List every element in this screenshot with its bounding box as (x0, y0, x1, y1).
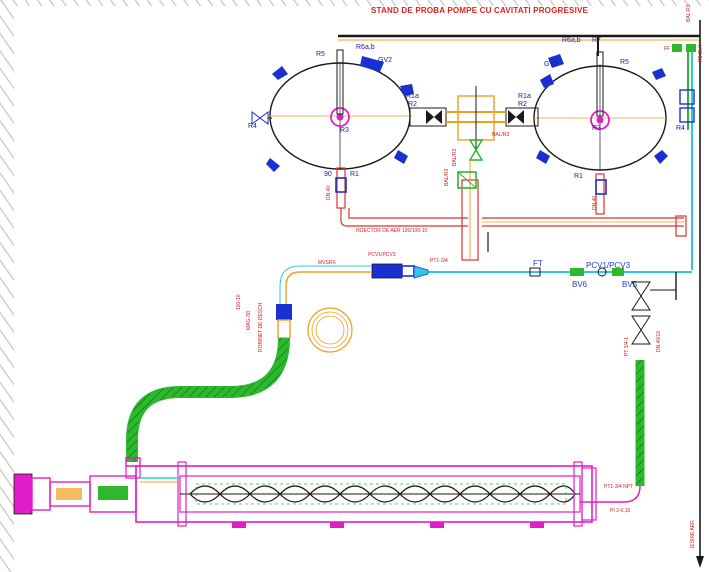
pipe-hose-label: MVSRX (318, 260, 336, 266)
tank-left-r5: R5 (316, 51, 325, 58)
svg-text:BAL/R3: BAL/R3 (492, 132, 509, 138)
tank-right-r5: R5 (620, 59, 629, 66)
ft-label: FT (533, 259, 543, 268)
tank-left-r4: R4 (248, 123, 257, 130)
svg-text:PI 2-0,16: PI 2-0,16 (610, 508, 631, 514)
discharge-hose: PT 3/4-1 DN 40/16 PT1-3/4 NPT PI 2-0,16 (580, 272, 677, 514)
tank-left-r2: R2 (408, 101, 417, 108)
svg-text:MAG-3D: MAG-3D (246, 310, 252, 330)
tank-right-r3: R3 (592, 125, 601, 132)
svg-text:DN 40: DN 40 (326, 186, 332, 200)
hatched-border-top (0, 0, 709, 6)
flow-meter-icon (529, 267, 541, 277)
bv5-label: BV5 (622, 280, 638, 289)
valve-icon (508, 110, 516, 124)
svg-text:ROBINET DE DESCH.: ROBINET DE DESCH. (258, 301, 264, 352)
tank-right-r7: R7 (592, 37, 601, 44)
pump-icon (13, 461, 597, 528)
meter-box (457, 171, 477, 189)
center-manifold: BAL/R3 BAL/R3 BAL/R3 (409, 86, 539, 261)
ff-label: FF (664, 46, 670, 52)
tank-right-gv2: GV2 (544, 61, 558, 68)
tank-left: R5 R6a,b GV2 R1a R2 R3 R4 R1 90 (248, 44, 419, 178)
valve-icon (468, 139, 484, 152)
svg-text:BAL-R3: BAL-R3 (686, 4, 692, 22)
drawing-title: STAND DE PROBA POMPE CU CAVITATI PROGRES… (371, 6, 589, 15)
tank-right-r4: R4 (676, 125, 685, 132)
svg-text:PT 3/4-1: PT 3/4-1 (624, 337, 630, 356)
svg-text:BAL/R3: BAL/R3 (452, 149, 458, 166)
svg-text:100-10: 100-10 (236, 294, 242, 310)
tank-left-90: 90 (324, 171, 332, 178)
hatched-border-left (0, 0, 14, 572)
svg-text:PT1-3/4: PT1-3/4 (430, 258, 448, 264)
svg-text:BAL/R3: BAL/R3 (444, 169, 450, 186)
valve-icon (631, 281, 651, 297)
svg-text:DN 40/16: DN 40/16 (656, 331, 662, 352)
valve-icon (251, 111, 261, 125)
red-return-pipes (336, 167, 687, 237)
hose-coil (307, 307, 353, 353)
tank-left-r3: R3 (340, 127, 349, 134)
tank-left-r1a: R1a (406, 93, 419, 100)
svg-text:PT1-3/4 NPT: PT1-3/4 NPT (604, 484, 633, 490)
tank-right-r1: R1 (574, 173, 583, 180)
top-header-pipe (338, 34, 700, 56)
drain-valves (335, 177, 607, 195)
tank-right: R6a,b R7 GV2 R5 R1a R2 R3 R4 R1 (518, 37, 685, 180)
bv6-label: BV6 (572, 280, 588, 289)
pcv-label: PCV1/PCV3 (586, 261, 631, 270)
injector-line: INJECTOR DE AER 130/100-10 FT PCV1/PCV3 … (246, 228, 692, 339)
tank-left-gv2: GV2 (378, 57, 392, 64)
tank-right-r2: R2 (518, 101, 527, 108)
svg-text:R5-BV4: R5-BV4 (698, 44, 704, 62)
svg-text:DN 40: DN 40 (592, 196, 598, 210)
valve-icon (426, 110, 434, 124)
arrow-down-icon (696, 556, 704, 568)
tank-right-r1a: R1a (518, 93, 531, 100)
air-out-label: IESIRE AER (690, 520, 696, 548)
tank-left-r6ab: R6a,b (356, 44, 375, 51)
suction-hose (125, 337, 290, 467)
svg-text:PCV1/PCV3: PCV1/PCV3 (368, 252, 396, 258)
air-injector-label: INJECTOR DE AER 130/100-10 (356, 228, 428, 234)
tank-right-r6ab: R6a,b (562, 37, 581, 44)
tank-left-r1: R1 (350, 171, 359, 178)
air-outlet-line: IESIRE AER (690, 20, 704, 568)
